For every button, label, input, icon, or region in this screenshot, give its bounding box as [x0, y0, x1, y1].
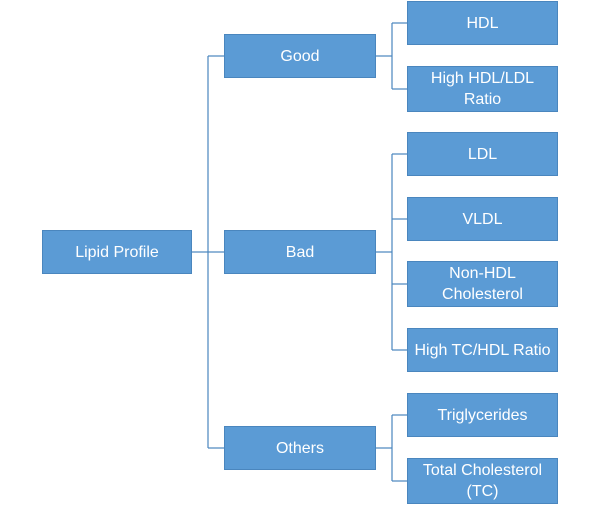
group-node-label: Bad: [285, 243, 315, 261]
leaf-node-triglycerides: Triglycerides: [407, 393, 558, 437]
root-node-lipid-profile: Lipid Profile: [42, 230, 192, 274]
leaf-node-ldl: LDL: [407, 132, 558, 176]
group-node-others: Others: [224, 426, 376, 470]
leaf-node-label: High HDL/LDL Ratio: [430, 70, 535, 108]
leaf-node-label: LDL: [467, 145, 498, 163]
leaf-node-high-hdl-ldl-ratio: High HDL/LDL Ratio: [407, 66, 558, 112]
group-node-good: Good: [224, 34, 376, 78]
leaf-node-high-tc-hdl-ratio: High TC/HDL Ratio: [407, 328, 558, 372]
leaf-node-non-hdl-cholesterol: Non-HDL Cholesterol: [407, 261, 558, 307]
leaf-node-label: High TC/HDL Ratio: [414, 341, 551, 359]
leaf-node-total-cholesterol: Total Cholesterol (TC): [407, 458, 558, 504]
leaf-node-label: VLDL: [462, 210, 503, 228]
leaf-node-label: Non-HDL Cholesterol: [442, 265, 523, 303]
leaf-node-hdl: HDL: [407, 1, 558, 45]
leaf-node-label: Triglycerides: [437, 406, 528, 424]
leaf-node-label: HDL: [466, 14, 499, 32]
group-node-label: Good: [280, 47, 320, 65]
leaf-node-vldl: VLDL: [407, 197, 558, 241]
leaf-node-label: Total Cholesterol (TC): [422, 462, 543, 500]
group-node-label: Others: [275, 439, 324, 457]
group-node-bad: Bad: [224, 230, 376, 274]
root-node-label: Lipid Profile: [75, 243, 159, 261]
